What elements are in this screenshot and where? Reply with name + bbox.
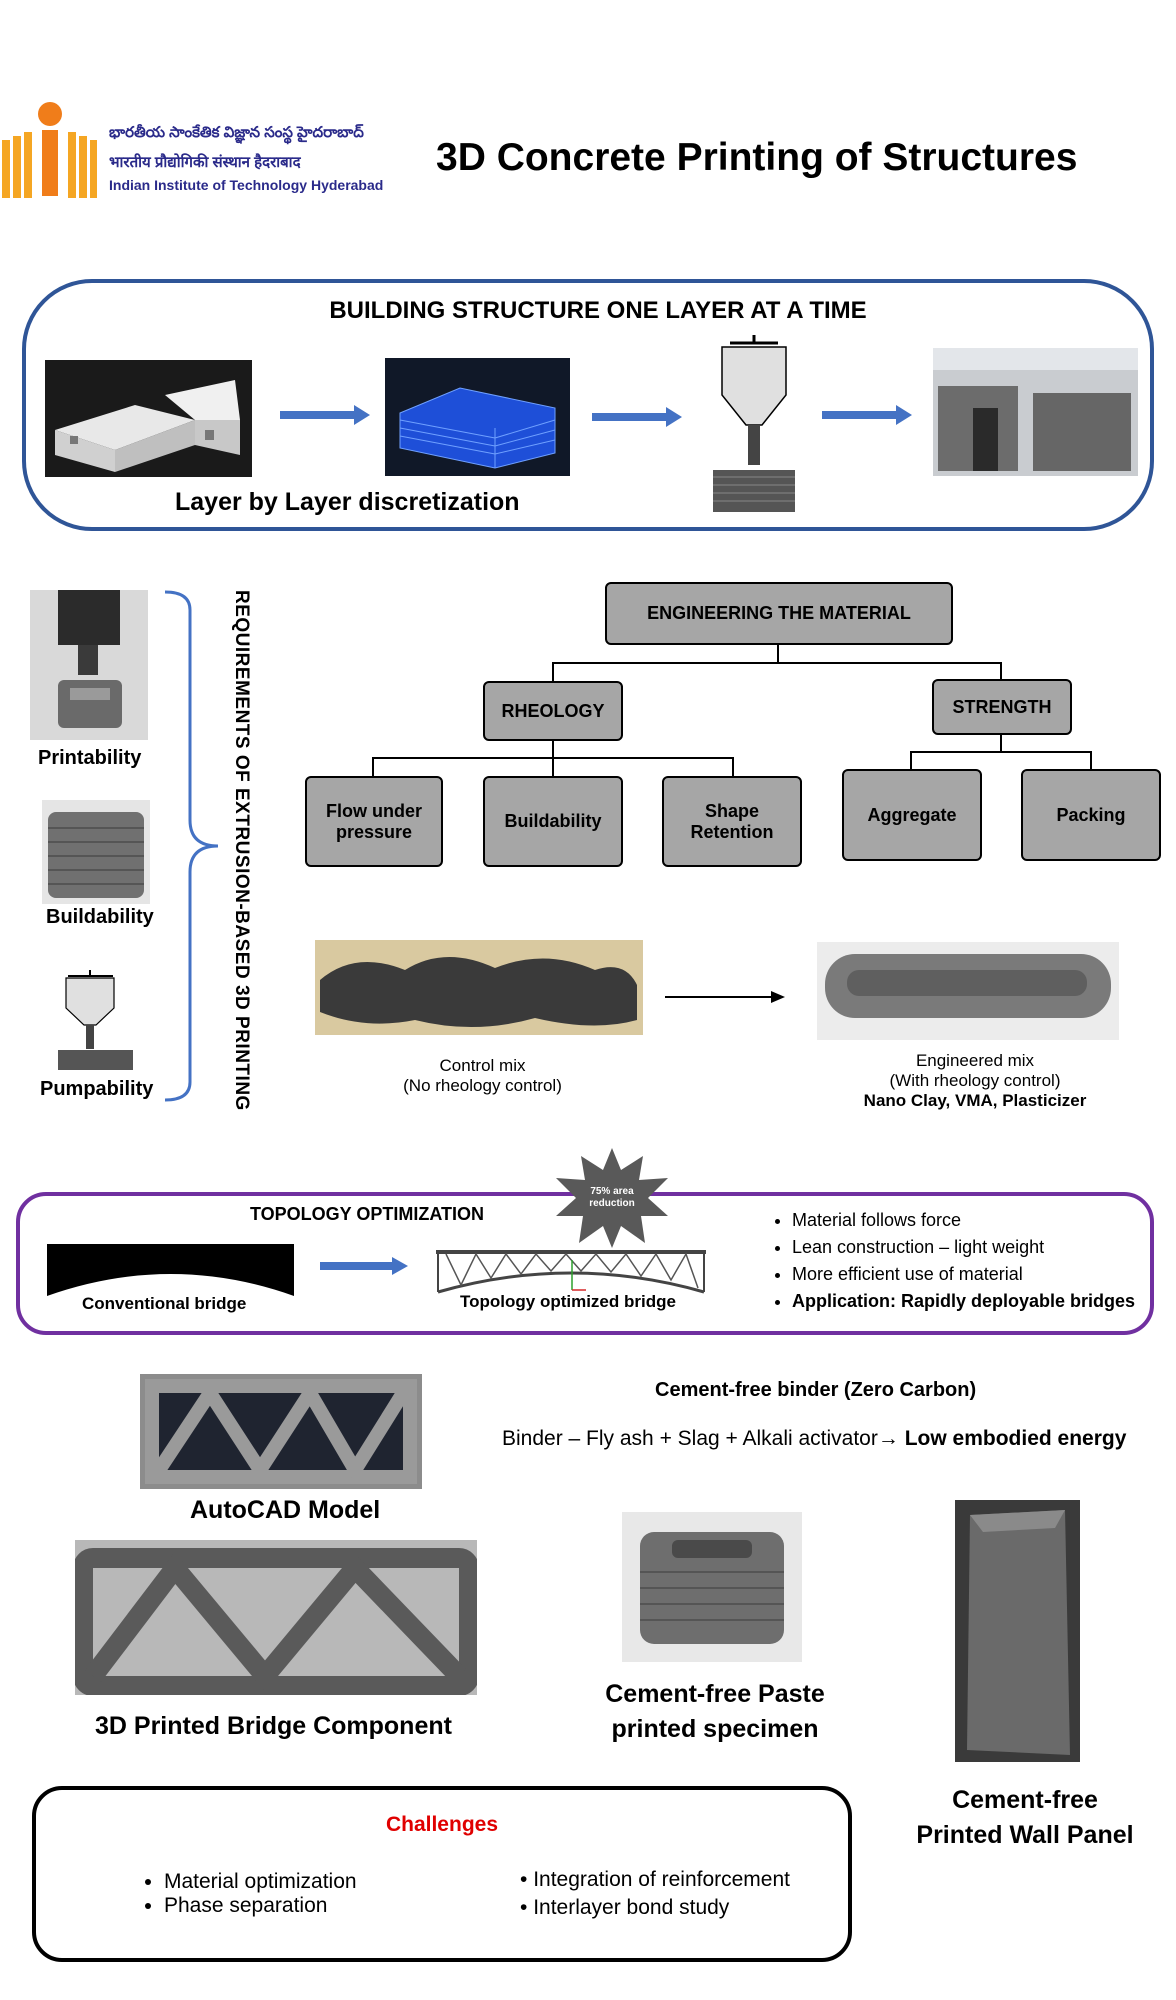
logo-text-telugu: భారతీయ సాంకేతిక విజ్ఞాన సంస్థ హైదరాబాద్ [109,124,364,141]
bullet-item: Application: Rapidly deployable bridges [792,1291,1135,1312]
req-printability: Printability [38,747,142,769]
challenge-item: Material optimization [164,1870,357,1894]
req-pumpability: Pumpability [40,1078,154,1100]
optimized-bridge-shape [436,1250,706,1295]
layer-process-panel [22,279,1154,531]
logo-text-hindi: भारतीय प्रौद्योगिकी संस्थान हैदराबाद [109,154,301,171]
requirements-vertical-label: REQUIREMENTS OF EXTRUSION-BASED 3D PRINT… [231,590,252,1111]
buildability-photo [42,800,150,904]
conventional-bridge-label: Conventional bridge [82,1294,247,1313]
requirements-brace [160,590,222,1102]
challenges-left-list: Material optimization Phase separation [142,1870,357,1918]
conventional-bridge-shape [47,1244,294,1296]
challenges-title: Challenges [385,1813,499,1836]
challenges-panel [32,1786,852,1962]
printability-photo [30,590,148,740]
challenge-item: • Integration of reinforcement [520,1868,790,1891]
iith-logo [2,100,97,200]
engineered-mix-photo [817,942,1119,1040]
wall-panel-photo [955,1500,1080,1762]
printed-house-photo [933,348,1138,476]
paste-specimen-photo [622,1512,802,1662]
control-mix-photo [315,940,643,1035]
printer-nozzle-icon [710,335,800,515]
control-mix-caption: Control mix (No rheology control) [403,1056,562,1095]
bullet-item: Material follows force [792,1210,1135,1231]
bullet-item: More efficient use of material [792,1264,1135,1285]
wall-panel-caption: Cement-free Printed Wall Panel [916,1786,1134,1849]
bullet-item: Lean construction – light weight [792,1237,1135,1258]
layer-mesh-image [385,358,570,476]
tree-root-node: ENGINEERING THE MATERIAL [605,582,953,645]
layer-discretization-caption: Layer by Layer discretization [175,488,520,516]
bridge-component-caption: 3D Printed Bridge Component [95,1712,452,1740]
arrow-icon [280,405,370,425]
printed-bridge-photo [73,1540,479,1696]
house-model-image [45,360,252,477]
shape-retention-node: Shape Retention [662,776,802,867]
aggregate-node: Aggregate [842,769,982,861]
area-reduction-badge: 75% area reduction [553,1148,671,1248]
cement-free-title: Cement-free binder (Zero Carbon) [655,1379,977,1401]
autocad-model-image [140,1374,422,1489]
buildability-node: Buildability [483,776,623,867]
rheology-node: RHEOLOGY [483,681,623,741]
packing-node: Packing [1021,769,1161,861]
strength-node: STRENGTH [932,679,1072,735]
arrow-icon [822,405,912,425]
optimized-bridge-label: Topology optimized bridge [460,1292,676,1311]
engineered-mix-caption: Engineered mix (With rheology control) N… [863,1051,1087,1110]
arrow-right-icon [665,990,785,1004]
arrow-icon [320,1257,408,1275]
topology-bullets: Material follows force Lean construction… [770,1210,1135,1318]
layer-process-title: BUILDING STRUCTURE ONE LAYER AT A TIME [329,297,867,324]
req-buildability: Buildability [46,906,154,928]
challenges-right-list: • Integration of reinforcement • Interla… [520,1866,790,1922]
topology-title: TOPOLOGY OPTIMIZATION [250,1204,485,1224]
challenge-item: Phase separation [164,1894,357,1918]
pumpability-nozzle-icon [58,970,138,1070]
paste-specimen-caption: Cement-free Paste printed specimen [605,1680,825,1743]
page-title: 3D Concrete Printing of Structures [436,136,1078,179]
logo-text-english: Indian Institute of Technology Hyderabad [109,177,384,193]
arrow-icon [592,407,682,427]
autocad-caption: AutoCAD Model [190,1496,381,1524]
binder-text: Binder – Fly ash + Slag + Alkali activat… [502,1427,1127,1450]
challenge-item: • Interlayer bond study [520,1896,730,1919]
flow-under-pressure-node: Flow under pressure [305,776,443,867]
